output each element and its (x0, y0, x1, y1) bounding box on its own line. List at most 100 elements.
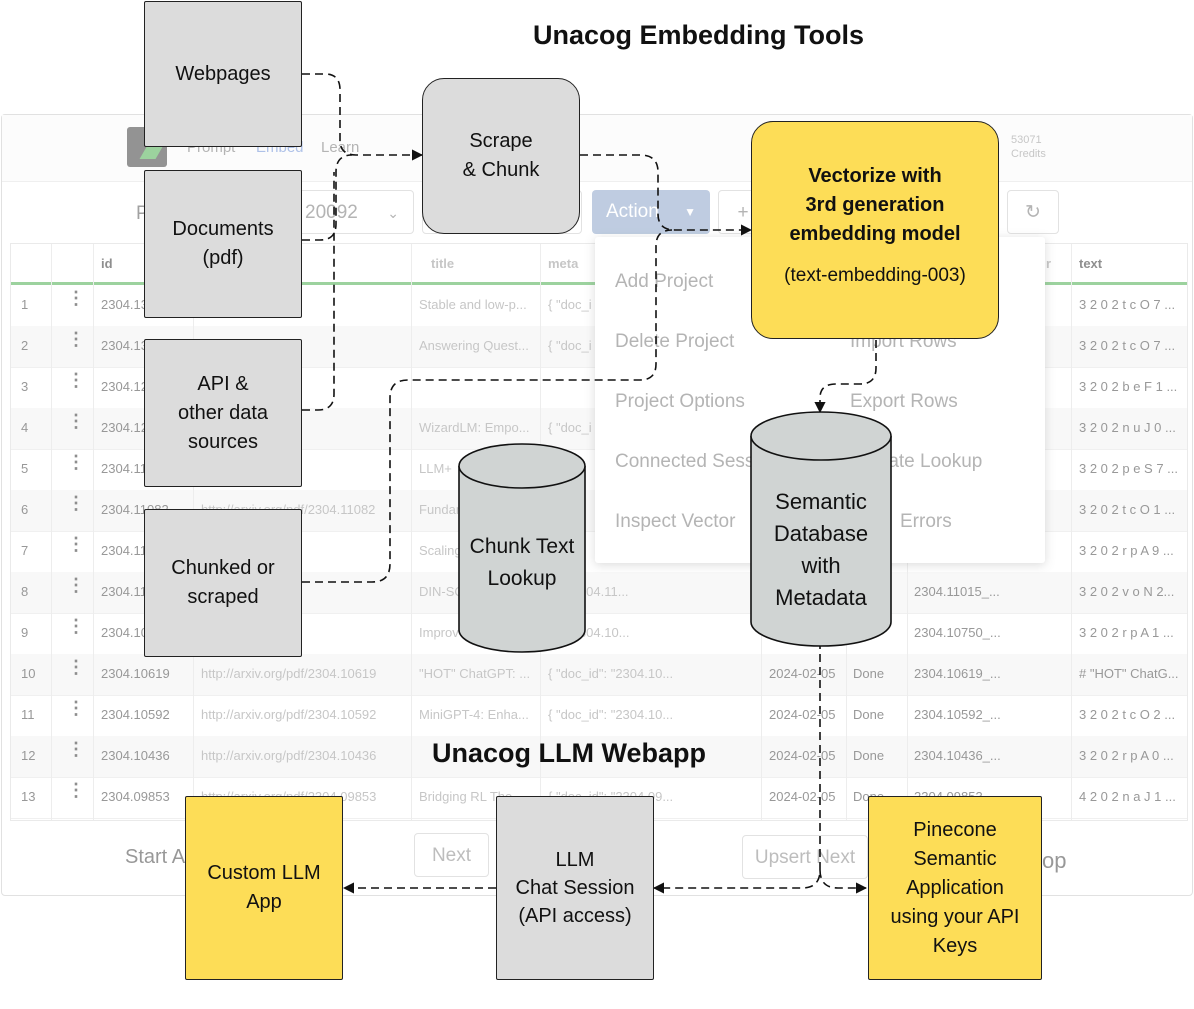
table-cell-n: 3 (21, 379, 29, 394)
table-cell-title: Scaling (419, 543, 462, 558)
table-cell-text: 3 2 0 2 t c O 7 ... (1079, 297, 1176, 312)
upsert-next-button[interactable]: Upsert Next (742, 835, 868, 879)
table-cell-n: 12 (21, 748, 36, 763)
arrow-database-to-pinecone (819, 869, 868, 894)
table-cell-title: WizardLM: Empo... (419, 420, 530, 435)
table-cell-text: 3 2 0 2 p e S 7 ... (1079, 461, 1179, 476)
table-cell-id: 2304.13 (101, 297, 148, 312)
action-button[interactable]: Action ▼ (592, 190, 710, 234)
menu-item-generate-lookup[interactable]: rate Lookup (882, 451, 983, 472)
table-cell-id: 2304.12 (101, 420, 148, 435)
table-cell-n: 8 (21, 584, 29, 599)
table-cell-text: # "HOT" ChatG... (1079, 666, 1179, 681)
table-cell-status: Done (853, 748, 885, 763)
arrow-vectorize-to-database (814, 340, 877, 414)
node-vectorize: Vectorize with 3rd generation embedding … (751, 121, 999, 339)
node-pinecone-semantic-app: Pinecone Semantic Application using your… (868, 796, 1042, 980)
table-cell-url: http://arxiv.org/pdf/2304.10436 (201, 748, 377, 763)
node-chunked-or-scraped: Chunked or scraped (144, 509, 302, 657)
node-scrape-and-chunk: Scrape & Chunk (422, 78, 580, 234)
node-webpages: Webpages (144, 1, 302, 147)
table-cell-status: Done (853, 666, 885, 681)
arrow-documents-to-scrape (302, 154, 353, 241)
llm-webapp-title: Unacog LLM Webapp (432, 738, 706, 768)
node-api-data-sources: API & other data sources (144, 339, 302, 487)
node-llm-chat-session: LLM Chat Session (API access) (496, 796, 654, 980)
chevron-down-icon: ⌄ (387, 205, 399, 221)
action-button-label: Action (606, 201, 659, 222)
nav-learn[interactable]: Learn (321, 139, 360, 156)
table-cell-text: 3 2 0 2 t c O 1 ... (1079, 502, 1176, 517)
refresh-icon[interactable]: ↻ (1007, 190, 1059, 234)
column-header-r[interactable]: r (1046, 256, 1052, 271)
table-cell-chunk: 2304.10750_... (914, 625, 1001, 640)
table-cell-n: 13 (21, 789, 36, 804)
table-cell-url: http://arxiv.org/pdf/2304.10619 (201, 666, 377, 681)
table-cell-meta: { "doc_i (548, 420, 592, 435)
column-header-id[interactable]: id (101, 256, 113, 271)
table-cell-title: Stable and low-p... (419, 297, 527, 312)
arrow-scrape-to-vectorize (580, 154, 753, 236)
chunk-lookup-cylinder (458, 443, 586, 653)
column-header-text[interactable]: text (1079, 256, 1103, 271)
table-cell-id: 2304.10592 (101, 707, 170, 722)
table-cell-url: http://arxiv.org/pdf/2304.10592 (201, 707, 377, 722)
table-cell-date: 2024-02-05 (769, 666, 836, 681)
chunk-text-lookup-label: Chunk Text Lookup (469, 535, 575, 590)
table-cell-meta: { "doc_id": "2304.10... (548, 666, 674, 681)
table-cell-date: 2024-02-05 (769, 707, 836, 722)
table-cell-n: 1 (21, 297, 29, 312)
column-divider (411, 244, 412, 820)
table-cell-title: "HOT" ChatGPT: ... (419, 666, 531, 681)
column-divider (1071, 244, 1072, 820)
table-cell-id: 2304.11 (101, 584, 148, 599)
table-cell-id: 2304.12 (101, 379, 148, 394)
table-cell-chunk: 2304.10619_... (914, 666, 1001, 681)
menu-item-add-project[interactable]: Add Project (615, 271, 714, 292)
footer-right-text: op (1042, 848, 1067, 873)
table-cell-id: 2304.10619 (101, 666, 170, 681)
table-cell-title: DIN-SQ (419, 584, 465, 599)
node-documents-pdf: Documents (pdf) (144, 170, 302, 318)
menu-item-errors[interactable]: Errors (900, 511, 952, 532)
table-cell-meta: { "doc_id": "2304.10... (548, 707, 674, 722)
table-cell-text: 3 2 0 2 v o N 2... (1079, 584, 1175, 599)
column-divider (51, 244, 52, 820)
table-cell-text: 3 2 0 2 t c O 7 ... (1079, 338, 1176, 353)
project-select[interactable]: 20092 ⌄ (292, 190, 414, 234)
node-custom-llm-app: Custom LLM App (185, 796, 343, 980)
next-button[interactable]: Next (414, 833, 489, 877)
menu-item-inspect-vector[interactable]: Inspect Vector (615, 511, 736, 532)
menu-item-delete-project[interactable]: Delete Project (615, 331, 735, 352)
table-cell-date: 2024-02-05 (769, 789, 836, 804)
table-cell-n: 10 (21, 666, 36, 681)
table-cell-chunk: 2304.10436_... (914, 748, 1001, 763)
menu-item-export-rows[interactable]: Export Rows (850, 391, 958, 412)
table-cell-text: 4 2 0 2 n a J 1 ... (1079, 789, 1176, 804)
column-header-title[interactable]: title (431, 256, 455, 271)
menu-item-connected-sessions[interactable]: Connected Sess (615, 451, 755, 472)
vectorize-title: Vectorize with 3rd generation embedding … (789, 165, 961, 245)
table-cell-text: 3 2 0 2 n u J 0 ... (1079, 420, 1176, 435)
caret-down-icon: ▼ (684, 205, 696, 219)
credits-value: 53071 (1011, 134, 1042, 146)
arrow-webpages-to-scrape (302, 73, 424, 161)
table-cell-text: 3 2 0 2 r p A 0 ... (1079, 748, 1174, 763)
table-cell-chunk: 2304.11015_... (914, 584, 1000, 599)
table-cell-n: 4 (21, 420, 29, 435)
column-header-meta[interactable]: meta (548, 256, 579, 271)
table-cell-id: 2304.10436 (101, 748, 170, 763)
credits-label: Credits (1011, 148, 1046, 160)
menu-item-project-options[interactable]: Project Options (615, 391, 745, 412)
table-cell-n: 6 (21, 502, 29, 517)
table-cell-id: 2304.10 (101, 625, 148, 640)
table-cell-text: 3 2 0 2 t c O 2 ... (1079, 707, 1176, 722)
footer-start-text: Start A (125, 846, 186, 868)
table-cell-n: 11 (21, 707, 35, 722)
table-cell-title: Answering Quest... (419, 338, 529, 353)
arrow-api-to-scrape (302, 172, 335, 411)
semantic-database-label: Semantic Database with Metadata (773, 489, 869, 610)
